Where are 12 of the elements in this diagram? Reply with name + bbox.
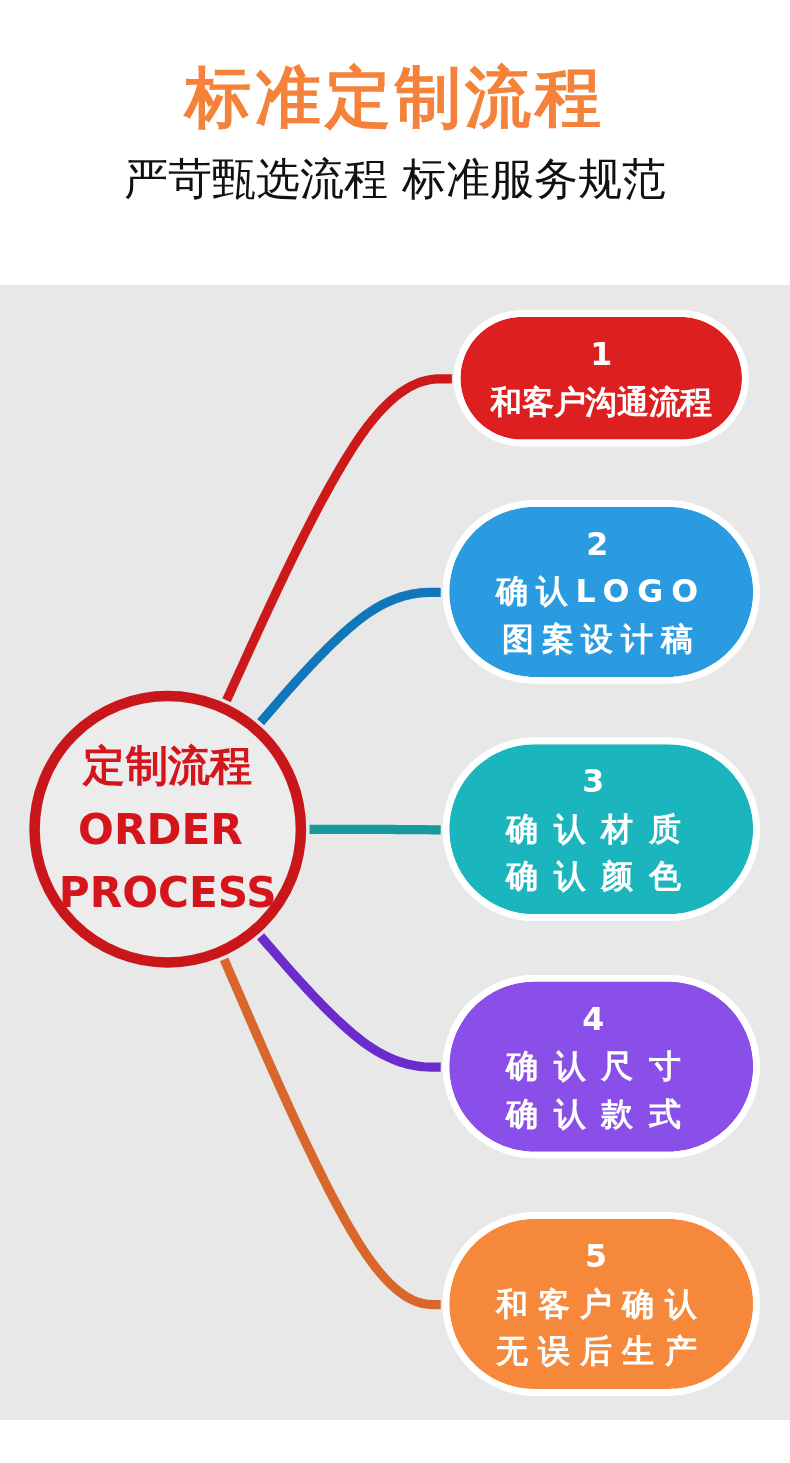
hub-circle: 定制流程 ORDER PROCESS <box>28 690 306 968</box>
connector-line <box>221 373 454 702</box>
step-pill: 2 确认LOGO图案设计稿 <box>442 499 760 684</box>
subtitle: 严苛甄选流程 标准服务规范 <box>124 152 666 206</box>
step-pill: 4 确认尺寸确认款式 <box>442 974 760 1158</box>
connector-line <box>219 957 442 1309</box>
connector-line <box>256 932 444 1072</box>
step-pill: 1 和客户沟通流程 <box>453 309 749 446</box>
connector-line <box>256 587 444 725</box>
step-pill: 5 和客户确认无误后生产 <box>442 1211 760 1396</box>
title: 标准定制流程 <box>185 62 605 135</box>
step-pill: 3 确认材质确认颜色 <box>442 737 760 921</box>
